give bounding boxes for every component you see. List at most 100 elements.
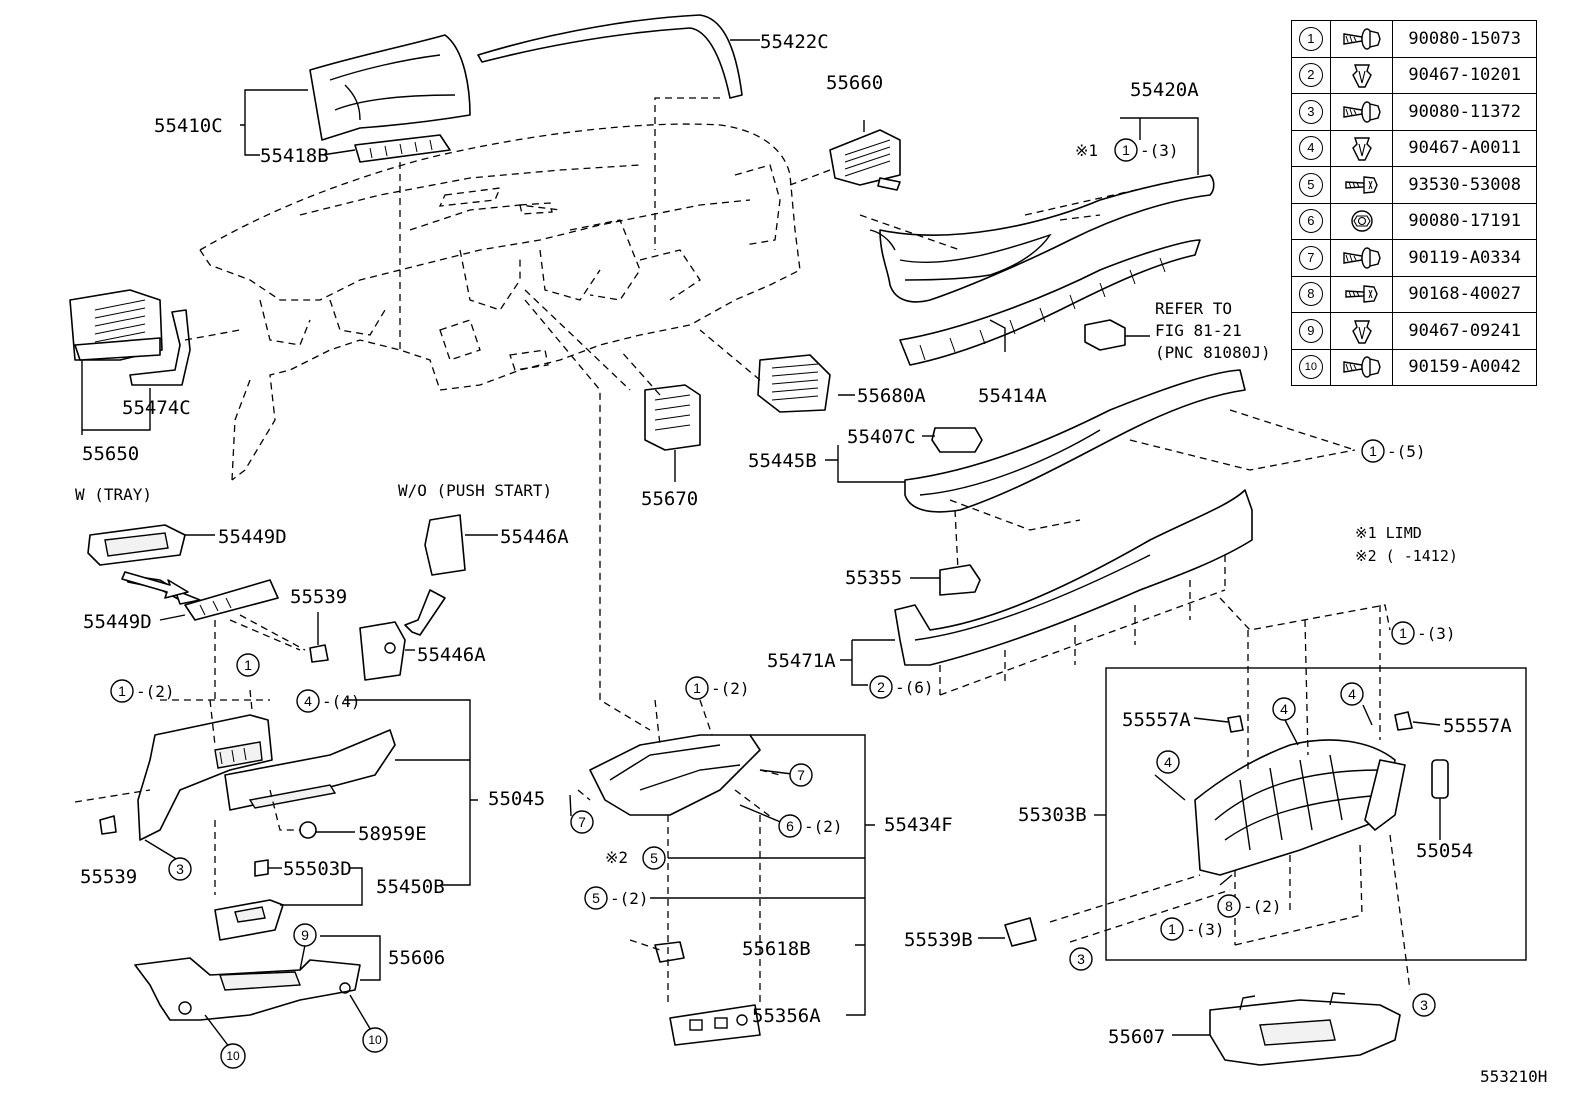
fastener-number: 6 xyxy=(1298,209,1323,234)
label-55422C: 55422C xyxy=(760,31,829,53)
screw-icon xyxy=(1329,275,1394,313)
fastener-number: 5 xyxy=(1298,172,1323,197)
screw-icon xyxy=(1329,166,1394,204)
note-mark-1: ※1 xyxy=(1075,141,1098,160)
fastener-number-cell: 1 xyxy=(1291,20,1331,58)
fastener-number: 9 xyxy=(1298,318,1323,343)
svg-text:3: 3 xyxy=(1420,997,1428,1013)
fastener-part-number: 93530-53008 xyxy=(1392,166,1537,204)
fastener-number: 2 xyxy=(1298,63,1323,88)
label-55420A: 55420A xyxy=(1130,79,1199,101)
callout-3 xyxy=(168,857,192,881)
center-dashed-column xyxy=(667,815,761,1005)
svg-text:9: 9 xyxy=(301,927,309,943)
callout-quantities: -(3) -(5) -(3) -(2) -(2) -(4) -(6) -(2) … xyxy=(136,141,1456,939)
label-55503D: 55503D xyxy=(283,858,352,880)
callout-4 xyxy=(1272,697,1296,721)
part-55045-lower-panel-left xyxy=(137,689,396,841)
label-55606: 55606 xyxy=(388,947,445,969)
part-55356A-plate xyxy=(669,1004,761,1046)
fastener-part-number: 90467-10201 xyxy=(1392,56,1537,94)
svg-text:3: 3 xyxy=(176,861,184,877)
svg-text:1: 1 xyxy=(244,657,252,673)
note-refer-3: (PNC 81080J) xyxy=(1155,343,1271,362)
label-55449D: 55449D xyxy=(83,611,152,633)
fastener-row: 2 90467-10201 xyxy=(1291,56,1537,94)
fastener-number-cell: 4 xyxy=(1291,129,1331,167)
callout-8 xyxy=(1217,894,1241,918)
fastener-part-number: 90467-09241 xyxy=(1392,312,1537,350)
instrument-panel-outline xyxy=(199,123,801,481)
callout-3 xyxy=(1412,993,1436,1017)
part-55539B-cover xyxy=(1004,917,1037,947)
callout-3 xyxy=(1069,947,1093,971)
callout-4 xyxy=(1340,682,1364,706)
callout-5 xyxy=(584,886,608,910)
part-55471A-lower-panel xyxy=(894,489,1253,666)
callout-1 xyxy=(685,676,709,700)
bolt-washer-icon xyxy=(1329,93,1394,131)
label-55474C: 55474C xyxy=(122,397,191,419)
label-55680A: 55680A xyxy=(857,385,926,407)
fastener-number: 4 xyxy=(1298,136,1323,161)
callout-1 xyxy=(1114,138,1138,162)
part-55618B-switch xyxy=(654,941,685,963)
fastener-part-number: 90080-17191 xyxy=(1392,202,1537,240)
fastener-part-number: 90467-A0011 xyxy=(1392,129,1537,167)
qty-label: -(4) xyxy=(322,692,361,711)
bolt-washer-icon xyxy=(1329,20,1394,58)
fastener-part-number: 90080-15073 xyxy=(1392,20,1537,58)
callout-1 xyxy=(236,653,260,677)
part-labels: 55422C 55410C 55418B 55660 55420A ※1 554… xyxy=(75,31,1547,1086)
fastener-number-cell: 9 xyxy=(1291,312,1331,350)
legend-1: ※1 LIMD xyxy=(1355,524,1422,542)
part-55303B-glovebox xyxy=(1194,739,1406,876)
note-refer-2: FIG 81-21 xyxy=(1155,321,1242,340)
label-55557A: 55557A xyxy=(1443,715,1512,737)
part-55054-damper xyxy=(1431,759,1449,799)
qty-label: -(2) xyxy=(711,679,750,698)
svg-text:7: 7 xyxy=(578,814,586,830)
svg-text:10: 10 xyxy=(368,1033,382,1047)
label-55618B: 55618B xyxy=(742,938,811,960)
svg-text:6: 6 xyxy=(786,818,794,834)
part-55446A-plate xyxy=(359,514,466,681)
part-55607-under-cover xyxy=(1209,992,1401,1066)
note-wo-push-start: W/O (PUSH START) xyxy=(398,481,552,500)
svg-text:5: 5 xyxy=(650,850,658,866)
svg-text:1: 1 xyxy=(1369,443,1377,459)
svg-text:1: 1 xyxy=(1399,625,1407,641)
connection-lines xyxy=(74,97,1411,991)
callout-6 xyxy=(778,814,802,838)
part-55471A-dashed-links xyxy=(939,555,1226,696)
callout-4 xyxy=(1156,750,1180,774)
svg-text:2: 2 xyxy=(877,679,885,695)
part-55355-cap xyxy=(939,564,981,596)
part-55449D-tray xyxy=(87,524,279,621)
qty-label: -(3) xyxy=(1140,141,1179,160)
fastener-number: 10 xyxy=(1298,355,1323,380)
leader-lines xyxy=(81,89,1441,1049)
label-55539: 55539 xyxy=(80,866,137,888)
callout-circles: 1 1 1 1 1 1 1 2 3 3 3 4 4 4 4 5 5 6 7 7 … xyxy=(110,138,1436,1069)
fastener-number-cell: 8 xyxy=(1291,275,1331,313)
part-55474C-side-garnish xyxy=(129,309,191,386)
fastener-number-cell: 10 xyxy=(1291,348,1331,386)
label-55446A: 55446A xyxy=(500,526,569,548)
glovebox-group-frame xyxy=(1105,667,1527,961)
label-55445B: 55445B xyxy=(748,450,817,472)
part-55670-register xyxy=(644,384,701,451)
part-55422C-defroster-garnish xyxy=(477,14,760,99)
callout-7 xyxy=(789,763,813,787)
clip-icon xyxy=(1329,129,1394,167)
part-55539-clip xyxy=(99,644,329,835)
svg-text:1: 1 xyxy=(118,683,126,699)
label-55410C: 55410C xyxy=(154,115,223,137)
label-55356A: 55356A xyxy=(752,1005,821,1027)
part-55557A-stopper xyxy=(1227,711,1413,733)
fastener-number: 1 xyxy=(1298,26,1323,51)
svg-text:1: 1 xyxy=(693,680,701,696)
